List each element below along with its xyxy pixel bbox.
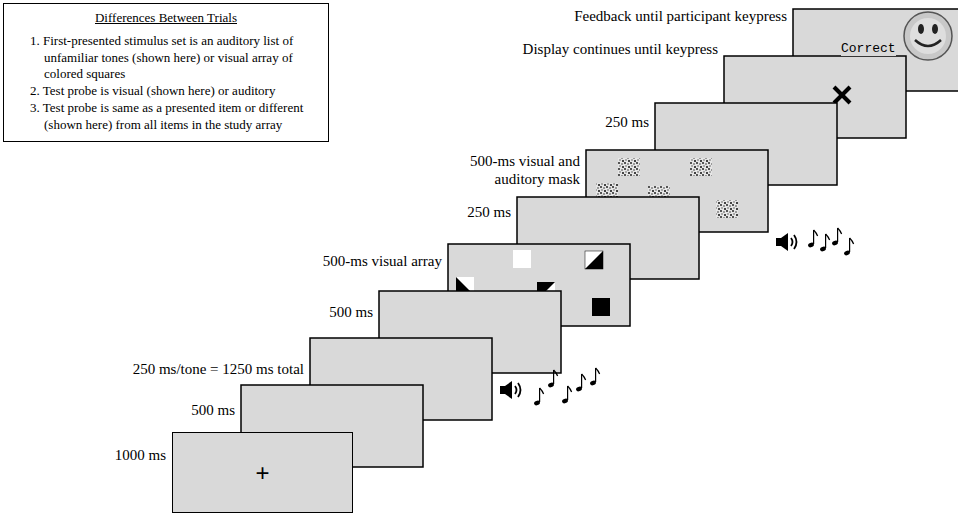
timing-label: 1000 ms xyxy=(115,446,166,464)
timing-label: 250 ms/tone = 1250 ms total xyxy=(133,360,304,378)
tone-sound xyxy=(500,368,600,406)
fixation-cross: + xyxy=(255,459,269,487)
timing-label: 250 ms xyxy=(605,113,649,131)
list-item: 1. First-presented stimulus set is an au… xyxy=(14,33,318,82)
feedback-screen-text: Correct xyxy=(793,9,958,91)
timing-label: 500-ms visual array xyxy=(323,252,442,270)
feedback-text: Correct xyxy=(841,41,896,56)
timing-label: 500-ms visual and auditory mask xyxy=(440,152,580,188)
mask-sound xyxy=(776,228,854,256)
timing-label: Display continues until keypress xyxy=(523,40,718,58)
fixation-screen: + xyxy=(172,432,353,513)
list-item: 2. Test probe is visual (shown here) or … xyxy=(14,83,318,99)
differences-box: Differences Between Trials 1. First-prese… xyxy=(3,3,329,142)
timing-label: Feedback until participant keypress xyxy=(574,7,787,25)
timing-label: 500 ms xyxy=(329,303,373,321)
timing-label: 500 ms xyxy=(191,401,235,419)
list-item: 3. Test probe is same as a presented ite… xyxy=(14,100,318,133)
timing-label: 250 ms xyxy=(467,203,511,221)
box-heading: Differences Between Trials xyxy=(14,10,318,26)
